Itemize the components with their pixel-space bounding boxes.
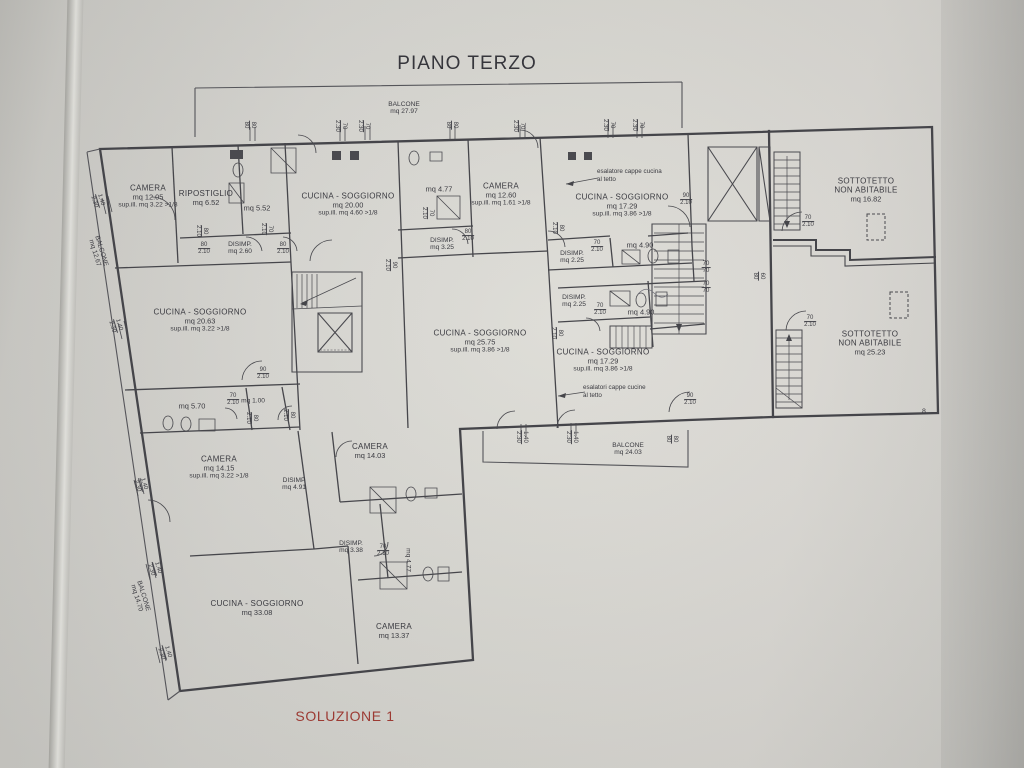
skylight-dashed-icon bbox=[866, 213, 909, 319]
room-label-disimp-325: DISIMP.mq 3.25 bbox=[430, 237, 454, 251]
room-label-bagno-490-a: mq 4.90 bbox=[626, 240, 654, 250]
room-label-bagno-490-b: mq 4.90 bbox=[627, 307, 655, 317]
page-title: PIANO TERZO bbox=[397, 53, 537, 74]
room-label-disimp-260: DISIMP.mq 2.60 bbox=[228, 241, 252, 255]
elevator-top-right-icon bbox=[707, 146, 771, 222]
sheet-number: 8 bbox=[922, 408, 926, 416]
room-label-bagno-552: mq 5.52 bbox=[243, 203, 271, 213]
room-label-bagno-477-b: mq 4.77 bbox=[404, 548, 412, 572]
stairs-sottotetto-lower-icon bbox=[775, 329, 803, 409]
window-tick-icons bbox=[101, 124, 643, 664]
room-label-disimp-225-a: DISIMP.mq 2.25 bbox=[560, 250, 584, 264]
room-label-disimp-225-b: DISIMP.mq 2.25 bbox=[562, 294, 586, 308]
stairs-elevator-center-icon bbox=[291, 271, 363, 373]
bath-fixture-icons bbox=[162, 147, 680, 590]
room-label-bagno-477: mq 4.77 bbox=[425, 184, 453, 194]
room-label-vano-100: mq 1.00 bbox=[241, 397, 265, 405]
stairs-sottotetto-upper-icon bbox=[773, 151, 801, 231]
stairs-right-icon bbox=[651, 223, 707, 335]
kitchen-fixture-icons bbox=[332, 151, 592, 160]
room-label-bagno-570: mq 5.70 bbox=[178, 401, 206, 411]
solution-label: SOLUZIONE 1 bbox=[295, 708, 395, 724]
room-label-disimp-338: DISIMP.mq 3.38 bbox=[339, 540, 363, 554]
balcony-walls bbox=[86, 81, 689, 701]
leader-arrow-icons bbox=[557, 177, 669, 398]
stairs-mid-right-icon bbox=[609, 325, 653, 349]
door-arc-icons bbox=[147, 129, 807, 557]
internal-walls bbox=[114, 133, 706, 665]
sottotetto-step-walls bbox=[773, 239, 937, 267]
paper-right-edge bbox=[941, 0, 1024, 768]
